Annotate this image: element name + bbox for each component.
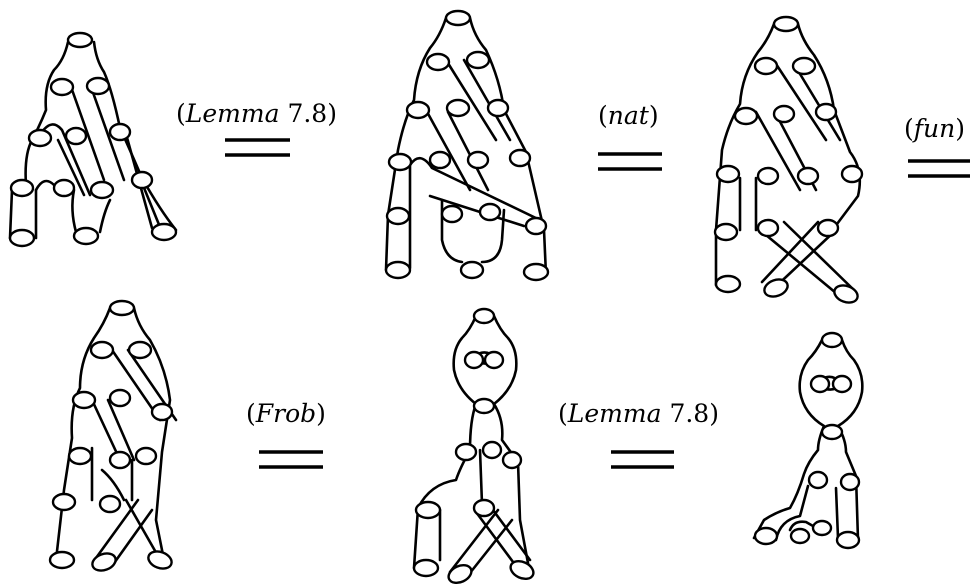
- cobordism-figure-4: [48, 299, 178, 572]
- cobordism-figure-6: [752, 331, 864, 550]
- cobordism-figure-2: [384, 9, 550, 282]
- equals-sign-2: [598, 152, 662, 171]
- relation-name: nat: [607, 101, 649, 130]
- equals-sign-5: [611, 450, 674, 469]
- relation-ref: 7.8: [287, 99, 328, 128]
- relation-label-lemma-2: (Lemma 7.8): [558, 399, 719, 428]
- relation-name: Frob: [255, 399, 317, 428]
- cobordism-figure-1: [8, 31, 178, 248]
- relation-label-nat: (nat): [598, 101, 659, 130]
- cobordism-figure-5: [412, 307, 535, 585]
- equals-sign-3: [908, 159, 970, 178]
- cobordism-figure-3: [713, 15, 864, 304]
- relation-label-fun: (fun): [904, 114, 965, 143]
- relation-label-frob: (Frob): [246, 399, 326, 428]
- relation-name: Lemma: [185, 99, 280, 128]
- relation-label-lemma-1: (Lemma 7.8): [176, 99, 337, 128]
- relation-name: Lemma: [567, 399, 662, 428]
- equals-sign-4: [259, 450, 323, 469]
- relation-ref: 7.8: [669, 399, 710, 428]
- relation-name: fun: [913, 114, 956, 143]
- equals-sign-1: [225, 138, 290, 157]
